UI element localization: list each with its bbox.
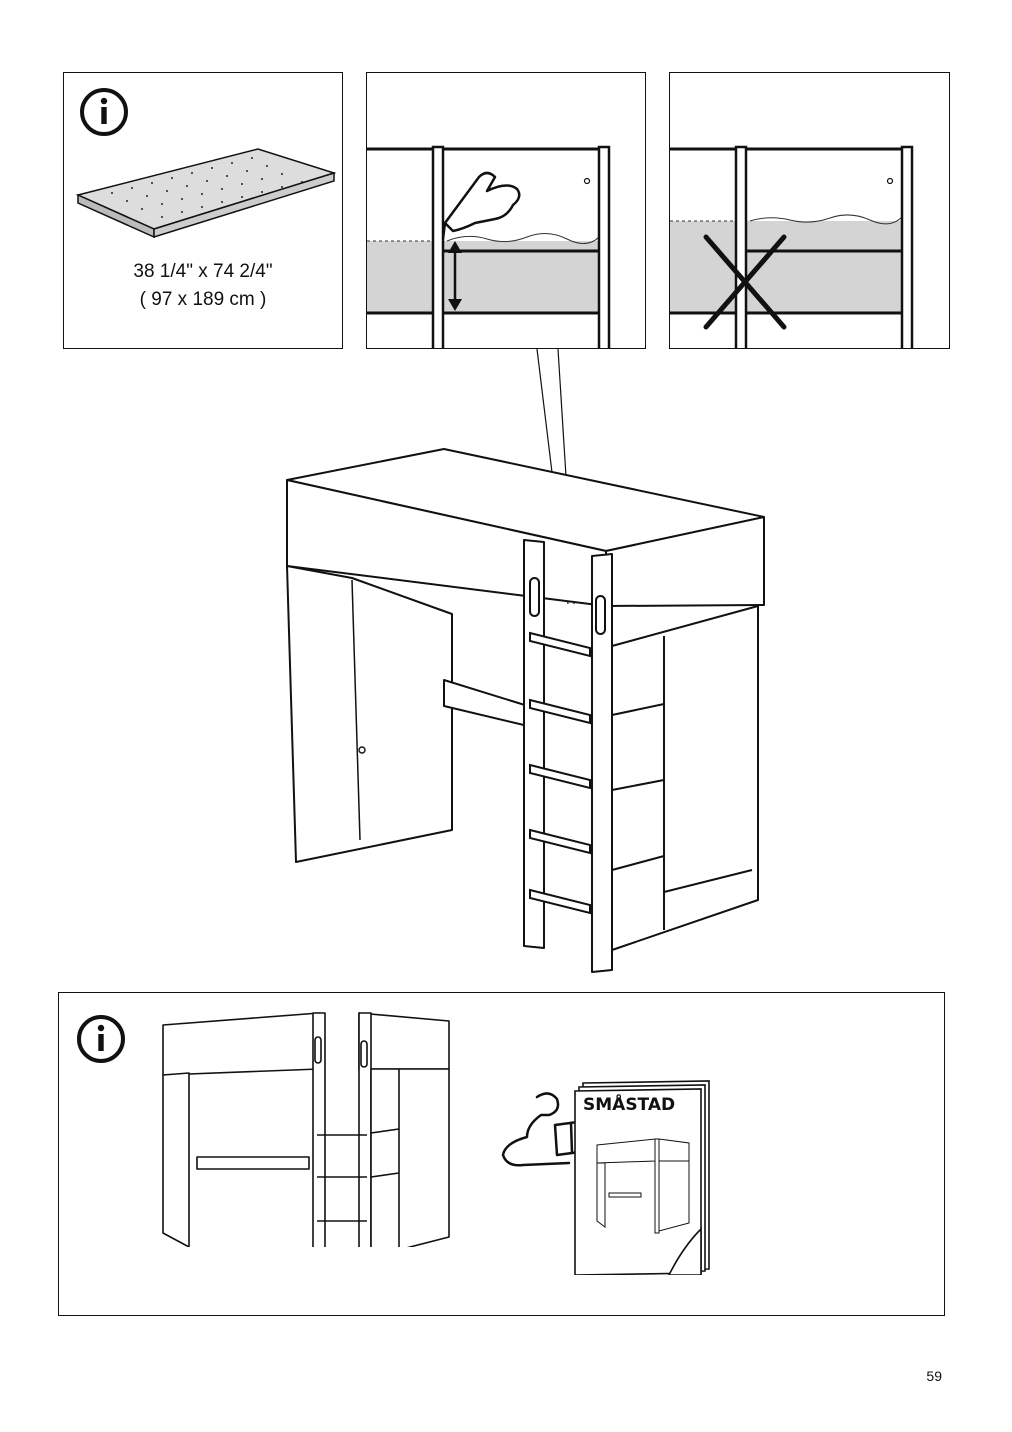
mattress-icon (75, 148, 337, 239)
booklet-title: SMÅSTAD (583, 1095, 676, 1115)
mattress-info-panel: 38 1/4" x 74 2/4" ( 97 x 189 cm ) (63, 72, 343, 349)
incorrect-height-panel (669, 72, 950, 349)
info-icon (80, 88, 128, 136)
loft-bed-assembly-illustration (286, 348, 765, 973)
correct-height-panel (366, 72, 646, 349)
correct-height-illustration (367, 145, 611, 348)
mattress-size-cm: ( 97 x 189 cm ) (139, 289, 267, 310)
incorrect-height-illustration (670, 145, 914, 348)
hand-pointer-icon (441, 171, 521, 240)
assembly-booklet[interactable]: SMÅSTAD (573, 1079, 710, 1275)
info-icon (77, 1015, 125, 1063)
mattress-size-inches: 38 1/4" x 74 2/4" (133, 261, 273, 282)
booklet-icon (574, 1080, 710, 1275)
cross-mark-icon (703, 234, 787, 330)
desk-booklet-info-panel: SMÅSTAD (58, 992, 945, 1316)
loft-bed-with-desk-illustration (162, 1012, 450, 1247)
height-arrow-icon (448, 241, 462, 311)
page-number: 59 (926, 1368, 942, 1384)
